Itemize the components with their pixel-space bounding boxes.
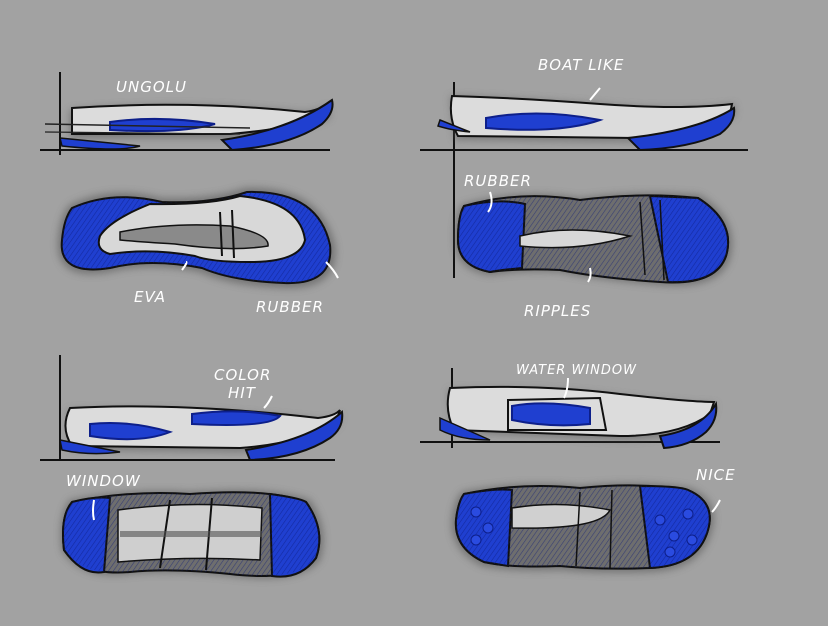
side-profile-top-left — [40, 72, 334, 155]
side-profile-top-right — [420, 82, 748, 278]
outsole-view-top-right — [455, 193, 732, 286]
side-profile-bottom-left — [40, 355, 344, 462]
outsole-view-bottom-right — [451, 483, 714, 573]
note-window-left: WINDOW — [66, 472, 141, 490]
outsole-view-bottom-left — [61, 490, 324, 579]
note-nice: NICE — [696, 466, 736, 484]
note-rubber-left: RUBBER — [256, 298, 324, 316]
note-color-hit-line1: COLOR — [214, 366, 271, 384]
note-color-hit-line2: HIT — [228, 384, 257, 402]
note-eva: EVA — [134, 288, 166, 306]
outsole-view-top-left — [57, 187, 336, 289]
note-top-left-label: UNGOLU — [116, 78, 187, 96]
annotation-arrows — [92, 191, 721, 521]
note-rubber-right: RUBBER — [464, 172, 532, 190]
note-boat-like: BOAT LIKE — [538, 56, 624, 74]
note-water-window: WATER WINDOW — [516, 363, 637, 378]
note-ripples: RIPPLES — [524, 302, 591, 320]
side-profile-bottom-right — [420, 368, 720, 450]
